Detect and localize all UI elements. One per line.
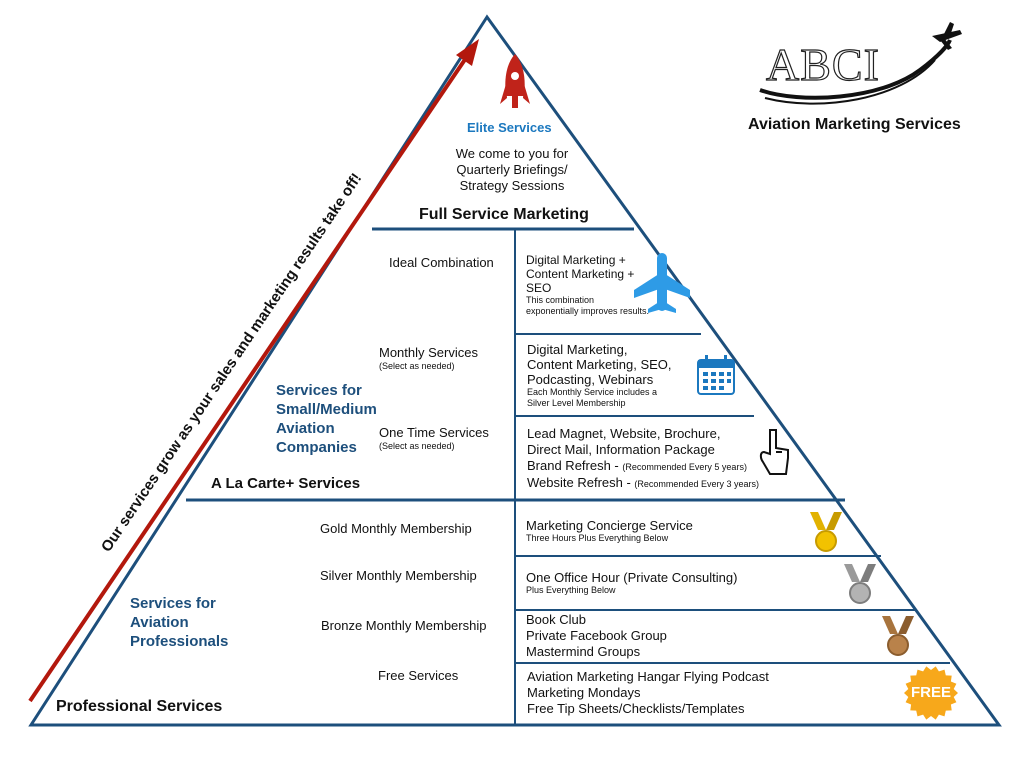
bronze-medal-icon xyxy=(882,616,914,656)
pro-row-line: Book Club xyxy=(526,612,586,627)
ala-row-line: Digital Marketing, xyxy=(527,342,628,357)
elite-desc-line: Strategy Sessions xyxy=(459,178,565,193)
pro-row-bronze-content: Book Club Private Facebook Group Masterm… xyxy=(526,612,667,660)
calendar-icon xyxy=(697,355,735,395)
pro-row-line: Aviation Marketing Hangar Flying Podcast xyxy=(527,669,769,684)
ala-left-onetime-note: (Select as needed) xyxy=(379,441,455,451)
pro-row-line: Marketing Concierge Service xyxy=(526,518,693,533)
ala-row-note: exponentially improves results. xyxy=(526,306,650,316)
pro-left-bronze: Bronze Monthly Membership xyxy=(321,618,487,633)
pro-footer: Professional Services xyxy=(56,698,223,715)
ala-row-line: SEO xyxy=(526,281,552,295)
ala-refresh-note: (Recommended Every 3 years) xyxy=(634,479,759,489)
ala-group-label-line: Small/Medium xyxy=(276,401,377,418)
pro-group-label-line: Services for xyxy=(130,595,216,612)
ala-left-ideal: Ideal Combination xyxy=(389,255,494,270)
pro-row-silver-content: One Office Hour (Private Consulting) Plu… xyxy=(526,570,737,596)
ala-left-onetime: One Time Services xyxy=(379,425,489,440)
free-badge-icon xyxy=(904,666,958,720)
elite-description: We come to you for Quarterly Briefings/ … xyxy=(412,146,612,194)
ala-refresh-text: Website Refresh - xyxy=(527,475,631,490)
ala-group-label-line: Services for xyxy=(276,382,362,399)
pro-row-line: Private Facebook Group xyxy=(526,628,667,643)
logo-airplane-icon xyxy=(932,22,962,50)
pro-row-line: Free Tip Sheets/Checklists/Templates xyxy=(527,701,745,716)
pro-row-line: Mastermind Groups xyxy=(526,644,641,659)
logo-letters: ABCI xyxy=(765,39,880,90)
ala-refresh-text: Brand Refresh - xyxy=(527,458,619,473)
pro-left-silver: Silver Monthly Membership xyxy=(320,568,477,583)
elite-desc-line: We come to you for xyxy=(455,146,569,161)
elite-footer: Full Service Marketing xyxy=(419,206,589,223)
ala-row-line: Podcasting, Webinars xyxy=(527,372,654,387)
rocket-icon xyxy=(500,54,530,108)
gold-medal-icon xyxy=(810,512,842,552)
ala-left-monthly: Monthly Services xyxy=(379,345,478,360)
ala-footer: A La Carte+ Services xyxy=(211,475,361,492)
pro-group-label-line: Professionals xyxy=(130,633,229,650)
ala-row-ideal-content: Digital Marketing + Content Marketing + … xyxy=(526,253,649,317)
ala-refresh-line: Brand Refresh - (Recommended Every 5 yea… xyxy=(527,458,759,475)
ala-group-label: Services for Small/Medium Aviation Compa… xyxy=(276,381,377,457)
ala-row-note: This combination xyxy=(526,295,595,305)
ala-group-label-line: Aviation xyxy=(276,420,335,437)
ala-row-note: Each Monthly Service includes a xyxy=(527,387,658,397)
ala-row-line: Lead Magnet, Website, Brochure, xyxy=(527,426,721,441)
pro-row-note: Three Hours Plus Everything Below xyxy=(526,533,669,543)
free-badge-label: FREE xyxy=(910,684,952,701)
logo-subtitle: Aviation Marketing Services xyxy=(748,116,961,133)
elite-desc-line: Quarterly Briefings/ xyxy=(456,162,568,177)
ala-row-onetime-content: Lead Magnet, Website, Brochure, Direct M… xyxy=(527,426,759,492)
ala-row-monthly-content: Digital Marketing, Content Marketing, SE… xyxy=(527,342,672,409)
pro-row-line: Marketing Mondays xyxy=(527,685,641,700)
ala-refresh-note: (Recommended Every 5 years) xyxy=(622,462,747,472)
ala-left-monthly-note: (Select as needed) xyxy=(379,361,455,371)
silver-medal-icon xyxy=(844,564,876,604)
pro-row-line: One Office Hour (Private Consulting) xyxy=(526,570,738,585)
ala-row-line: Content Marketing, SEO, xyxy=(527,357,672,372)
pro-row-free-content: Aviation Marketing Hangar Flying Podcast… xyxy=(527,669,769,717)
pointing-hand-icon xyxy=(759,429,789,475)
pro-row-note: Plus Everything Below xyxy=(526,585,616,595)
ala-row-note: Silver Level Membership xyxy=(527,398,626,408)
elite-title: Elite Services xyxy=(467,120,552,135)
pro-left-gold: Gold Monthly Membership xyxy=(320,521,472,536)
ala-row-line: Direct Mail, Information Package xyxy=(527,442,715,457)
logo-mark xyxy=(759,22,962,105)
pro-group-label-line: Aviation xyxy=(130,614,189,631)
pro-row-gold-content: Marketing Concierge Service Three Hours … xyxy=(526,518,693,544)
airplane-icon xyxy=(634,253,690,313)
pro-group-label: Services for Aviation Professionals xyxy=(130,594,228,651)
growth-arrow xyxy=(28,39,479,703)
pro-left-free: Free Services xyxy=(378,668,459,683)
ala-row-line: Content Marketing + xyxy=(526,267,635,281)
ala-refresh-line: Website Refresh - (Recommended Every 3 y… xyxy=(527,475,759,492)
ala-group-label-line: Companies xyxy=(276,439,357,456)
ala-row-line: Digital Marketing + xyxy=(526,253,626,267)
